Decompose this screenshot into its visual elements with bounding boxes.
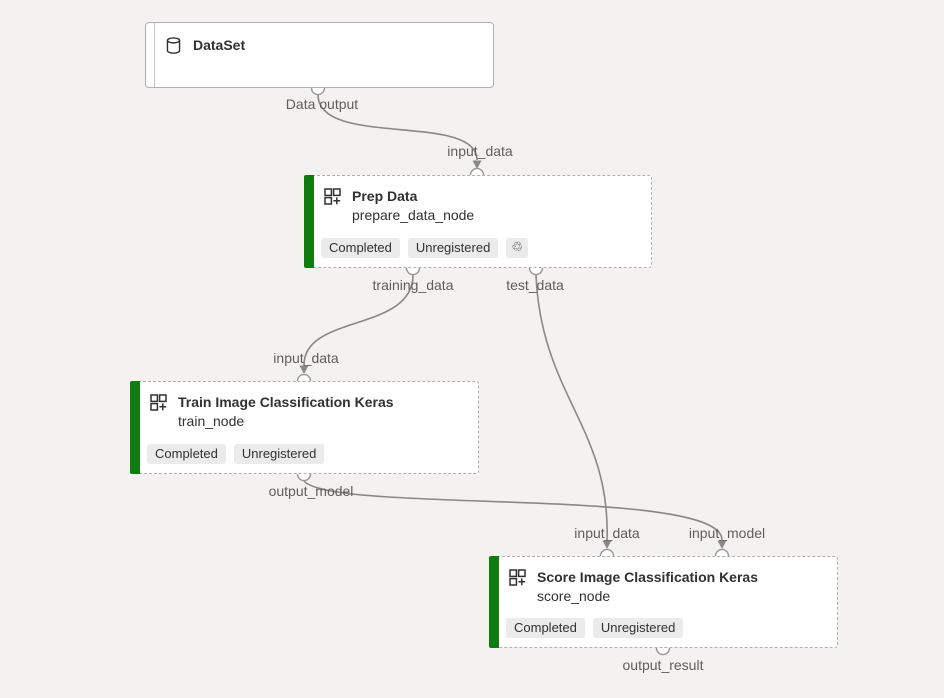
component-icon — [324, 187, 341, 205]
node-train[interactable]: Train Image Classification Keras train_n… — [130, 381, 479, 474]
port-label-output-model: output_model — [268, 483, 354, 499]
node-subtitle: train_node — [178, 413, 245, 429]
edge-outputmodel-to-score[interactable] — [303, 480, 723, 541]
node-title: Train Image Classification Keras — [178, 394, 394, 410]
port-label-output-result: output_result — [622, 657, 704, 673]
status-badge: Completed — [506, 618, 585, 638]
status-badge: Completed — [321, 238, 400, 258]
edge-dataset-to-prep[interactable] — [317, 94, 478, 161]
database-icon — [165, 36, 182, 54]
registration-badge: Unregistered — [233, 444, 325, 464]
port-label-train-input-data: input_data — [273, 350, 339, 366]
node-dataset[interactable]: DataSet — [145, 22, 494, 88]
status-accent-bar — [489, 556, 499, 648]
arrowhead-icon — [299, 365, 309, 374]
port-label-score-input-data: input_data — [574, 525, 640, 541]
node-subtitle: score_node — [537, 588, 611, 604]
port-label-prep-input-data: input_data — [447, 143, 513, 159]
port-label-data-output: Data output — [285, 96, 359, 112]
port-label-training-data: training_data — [372, 277, 454, 293]
status-badge: Completed — [147, 444, 226, 464]
dataset-accent-strip — [146, 23, 155, 87]
arrowhead-icon — [472, 160, 482, 169]
registration-badge: Unregistered — [592, 618, 684, 638]
status-accent-bar — [130, 381, 140, 474]
edge-testdata-to-score[interactable] — [535, 274, 608, 541]
node-title: DataSet — [193, 37, 246, 53]
node-subtitle: prepare_data_node — [352, 207, 475, 223]
node-score[interactable]: Score Image Classification Keras score_n… — [489, 556, 838, 648]
node-prep-data[interactable]: Prep Data prepare_data_node Completed Un… — [304, 175, 652, 268]
node-title: Score Image Classification Keras — [537, 569, 758, 585]
registration-badge: Unregistered — [407, 238, 499, 258]
recycle-icon: ♲ — [506, 238, 528, 258]
node-title: Prep Data — [352, 188, 418, 204]
component-icon — [150, 393, 167, 411]
component-icon — [509, 568, 526, 586]
port-label-test-data: test_data — [506, 277, 564, 293]
arrowhead-icon — [602, 540, 612, 549]
port-label-score-input-model: input_model — [688, 525, 766, 541]
arrowhead-icon — [717, 540, 727, 549]
status-accent-bar — [304, 175, 314, 268]
edge-trainingdata-to-train[interactable] — [303, 274, 414, 366]
